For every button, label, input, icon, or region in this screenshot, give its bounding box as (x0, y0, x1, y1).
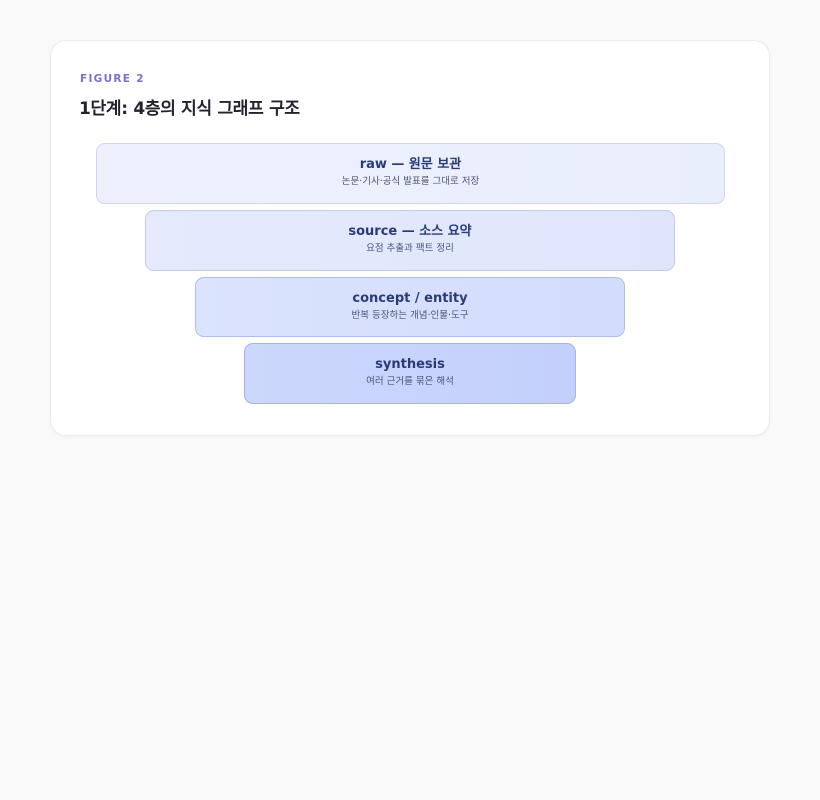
layer-source-name: source — 소스 요약 (348, 224, 472, 239)
layer-synthesis-name: synthesis (375, 357, 445, 372)
layer-raw-desc: 논문·기사·공식 발표를 그대로 저장 (341, 176, 480, 187)
figure-card: FIGURE 2 1단계: 4층의 지식 그래프 구조 raw — 원문 보관 … (50, 40, 770, 436)
layer-raw-name: raw — 원문 보관 (359, 157, 462, 172)
layer-concept-desc: 반복 등장하는 개념·인물·도구 (351, 310, 469, 321)
figure-label: FIGURE 2 (80, 73, 145, 85)
layer-synthesis: synthesis 여러 근거를 묶은 해석 (244, 343, 576, 404)
layer-source: source — 소스 요약 요점 추출과 팩트 정리 (145, 210, 675, 271)
layer-concept-name: concept / entity (352, 291, 468, 306)
layer-concept-entity: concept / entity 반복 등장하는 개념·인물·도구 (195, 277, 625, 337)
figure-title: 1단계: 4층의 지식 그래프 구조 (79, 99, 300, 119)
layer-source-desc: 요점 추출과 팩트 정리 (366, 243, 454, 254)
layer-raw: raw — 원문 보관 논문·기사·공식 발표를 그대로 저장 (96, 143, 725, 204)
layer-synthesis-desc: 여러 근거를 묶은 해석 (366, 376, 454, 387)
